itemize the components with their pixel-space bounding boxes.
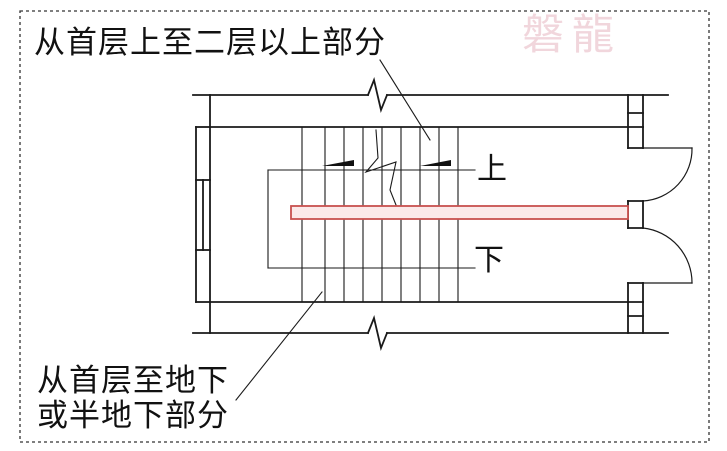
right-wall [627,126,644,303]
watermark-logo: 磐龍 [522,10,623,59]
partition-wall [290,205,629,220]
label-upper-floors: 从首层上至二层以上部分 [34,25,386,61]
door-upper [642,147,693,202]
label-basement-line1: 从首层至地下 [37,363,229,399]
bottom-wall [192,301,669,351]
label-up: 上 [477,152,507,187]
left-wall [195,126,211,303]
top-wall [192,77,669,128]
label-basement-line2: 或半地下部分 [37,398,229,434]
leader-line-lower [235,291,323,401]
door-lower [642,227,693,284]
up-arrow-marks [322,160,451,166]
leader-line-upper [379,59,431,141]
dashed-border [19,10,710,443]
label-down: 下 [474,243,504,278]
arrow-left [322,160,354,166]
stair-break-line [364,129,399,211]
arrow-right [420,160,451,166]
